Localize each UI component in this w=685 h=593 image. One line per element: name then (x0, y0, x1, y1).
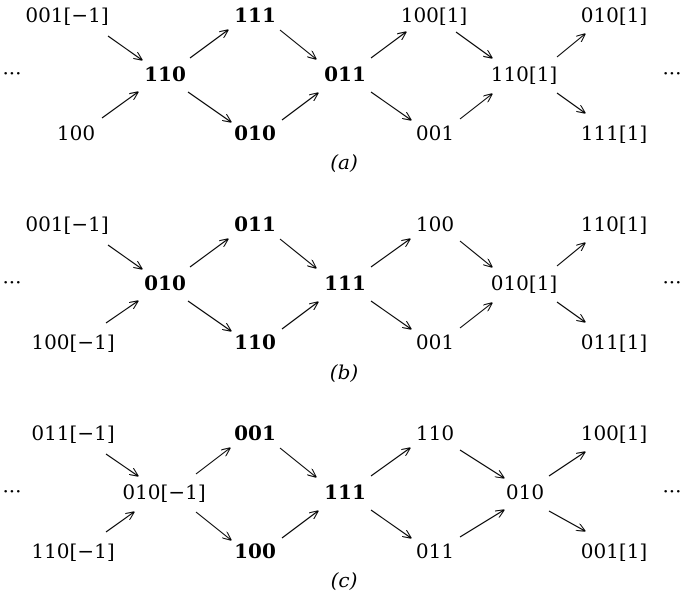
node-label: 111 (324, 480, 366, 504)
node-label: 111 (234, 3, 276, 27)
caption-a: (a) (330, 150, 358, 174)
ellipsis-left: ··· (2, 479, 21, 503)
arrow (556, 92, 585, 113)
node-label: 100[1] (401, 3, 468, 27)
ellipsis-right: ··· (662, 270, 681, 294)
arrow (281, 302, 318, 330)
node-label: 011 (324, 62, 366, 86)
node-label: 011[1] (581, 330, 648, 354)
arrow (370, 448, 410, 477)
arrow (455, 31, 492, 58)
node-label: 110 (144, 62, 186, 86)
node-label: 001[1] (581, 539, 648, 563)
node-label: 100 (416, 212, 454, 236)
arrow (101, 92, 138, 119)
node-label: 100 (57, 121, 95, 145)
ellipsis-right: ··· (662, 61, 681, 85)
node-label: 011[−1] (31, 421, 114, 445)
caption-c: (c) (331, 568, 358, 592)
arrow (370, 300, 411, 329)
ellipsis-right: ··· (662, 479, 681, 503)
arrow (281, 511, 318, 539)
ellipsis-left: ··· (2, 61, 21, 85)
arrow (195, 448, 230, 475)
node-label: 110[1] (491, 62, 558, 86)
diagram-a: ··· ··· 001[−1] 100 110 111 010 011 100[… (2, 3, 681, 174)
arrow (548, 510, 585, 531)
arrow (459, 94, 492, 120)
arrow (189, 239, 228, 268)
node-label: 010[1] (491, 271, 558, 295)
arrow (370, 32, 406, 59)
arrow (556, 243, 585, 267)
arrow (105, 301, 138, 324)
arrow (107, 35, 142, 60)
arrow (279, 447, 316, 477)
node-label: 110[1] (581, 212, 648, 236)
node-label: 011 (416, 539, 454, 563)
arrow (459, 449, 504, 478)
caption-b: (b) (330, 360, 358, 384)
node-label: 111[1] (581, 121, 648, 145)
arrow (370, 239, 410, 268)
arrow (105, 512, 134, 533)
arrow (279, 238, 316, 268)
arrow (459, 510, 504, 538)
arrow (195, 511, 231, 540)
diagram-b: ··· ··· 001[−1] 100[−1] 010 011 110 111 … (2, 212, 681, 384)
arrow (107, 244, 142, 269)
node-label: 010[1] (581, 3, 648, 27)
node-label: 001 (234, 421, 276, 445)
node-label: 110 (234, 330, 276, 354)
node-label: 100 (234, 539, 276, 563)
arrow (370, 509, 411, 538)
diagram-c: ··· ··· 011[−1] 110[−1] 010[−1] 001 100 … (2, 421, 681, 592)
node-label: 111 (324, 271, 366, 295)
ellipsis-left: ··· (2, 270, 21, 294)
arrow (548, 452, 585, 477)
arrow (556, 34, 585, 58)
arrow (105, 453, 138, 476)
arrow (279, 29, 316, 59)
arrow (370, 91, 411, 120)
node-label: 001[−1] (25, 3, 108, 27)
node-label: 010[−1] (122, 480, 205, 504)
arrow (556, 301, 585, 322)
node-label: 001 (416, 330, 454, 354)
node-label: 010 (234, 121, 276, 145)
node-label: 001[−1] (25, 212, 108, 236)
arrow (187, 300, 231, 331)
node-label: 010 (144, 271, 186, 295)
node-label: 010 (506, 480, 544, 504)
node-label: 001 (416, 121, 454, 145)
node-label: 100[1] (581, 421, 648, 445)
arrow (459, 303, 492, 329)
arrow (189, 30, 228, 59)
node-label: 011 (234, 212, 276, 236)
arrow (459, 240, 492, 267)
node-label: 100[−1] (31, 330, 114, 354)
node-label: 110 (416, 421, 454, 445)
arrow (187, 91, 231, 122)
arrow (281, 93, 318, 121)
node-label: 110[−1] (31, 539, 114, 563)
